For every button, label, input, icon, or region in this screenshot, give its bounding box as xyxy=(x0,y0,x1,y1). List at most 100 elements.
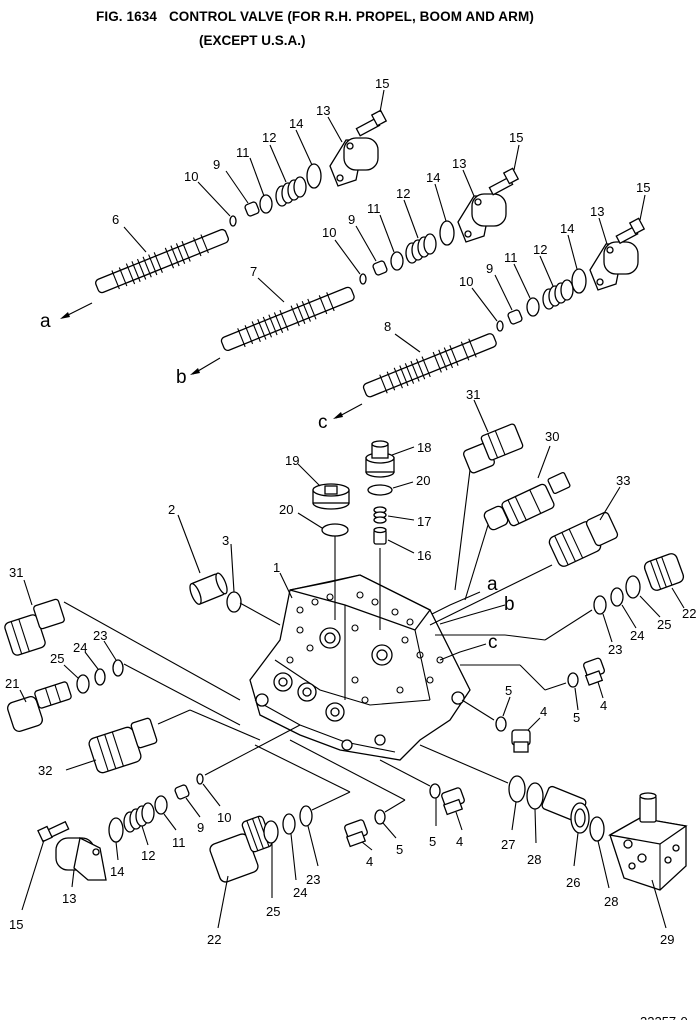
svg-text:17: 17 xyxy=(417,514,431,529)
callout-24-left: 24 xyxy=(73,640,99,670)
svg-text:13: 13 xyxy=(62,891,76,906)
callout-5-bottom-mid: 5 xyxy=(429,798,437,849)
spool-7 xyxy=(220,286,355,352)
callout-24-right: 24 xyxy=(621,604,644,643)
svg-text:23: 23 xyxy=(306,872,320,887)
figure-number: FIG. 1634 xyxy=(96,9,157,24)
svg-text:10: 10 xyxy=(459,274,473,289)
callout-10-bottom: 10 xyxy=(202,783,231,825)
oring-5-right xyxy=(567,672,579,688)
svg-text:25: 25 xyxy=(50,651,64,666)
callout-1: 1 xyxy=(273,560,293,599)
relief-valve-31-left xyxy=(4,598,65,656)
oring-5-bottom-mid xyxy=(429,783,441,799)
callout-11: 11 xyxy=(236,145,265,197)
spring-17 xyxy=(373,506,387,524)
callout-9: 9 xyxy=(213,157,249,204)
spool-assembly-b: 7 10 9 11 12 14 xyxy=(176,130,523,388)
svg-text:25: 25 xyxy=(657,617,671,632)
callout-16: 16 xyxy=(387,539,431,563)
callout-15-bottom: 15 xyxy=(9,839,45,932)
body-port-label-a: a xyxy=(487,574,498,595)
svg-text:15: 15 xyxy=(509,130,523,145)
oring-10c xyxy=(496,320,504,332)
callout-31-left: 31 xyxy=(9,565,33,606)
seat-11 xyxy=(259,194,273,214)
oring-10 xyxy=(229,215,237,227)
plug-4-bottom-mid xyxy=(441,787,465,816)
callout-22-right: 22 xyxy=(671,587,696,621)
port-label-a: a xyxy=(40,311,51,332)
svg-text:16: 16 xyxy=(417,548,431,563)
svg-text:3: 3 xyxy=(222,533,229,548)
svg-text:11: 11 xyxy=(172,835,186,850)
callout-29: 29 xyxy=(651,879,674,947)
svg-text:9: 9 xyxy=(213,157,220,172)
spool-assembly-c: 8 10 9 11 12 14 xyxy=(318,180,650,433)
stopper-9c xyxy=(507,309,523,325)
svg-text:28: 28 xyxy=(604,894,618,909)
valve-body-1 xyxy=(249,574,471,761)
ring-24-bottom xyxy=(282,813,296,835)
svg-text:8: 8 xyxy=(384,319,391,334)
callout-2: 2 xyxy=(168,502,201,574)
callout-12-bottom: 12 xyxy=(141,825,155,863)
callout-13b: 13 xyxy=(452,156,475,197)
svg-text:15: 15 xyxy=(636,180,650,195)
spring-12b xyxy=(405,233,437,264)
stopper-9b xyxy=(372,260,388,276)
spring-12-bottom xyxy=(123,802,155,833)
svg-text:13: 13 xyxy=(452,156,466,171)
callout-4-bottom-left: 4 xyxy=(361,841,373,869)
svg-text:12: 12 xyxy=(141,848,155,863)
plug-22-right xyxy=(643,553,685,591)
oring-20-left xyxy=(321,523,349,537)
stopper-9-bottom xyxy=(174,784,190,800)
svg-text:24: 24 xyxy=(293,885,307,900)
svg-text:4: 4 xyxy=(366,854,373,869)
svg-text:9: 9 xyxy=(486,261,493,276)
seat-11b xyxy=(390,251,404,271)
callout-13c: 13 xyxy=(590,204,608,245)
callout-14c: 14 xyxy=(560,221,578,270)
svg-text:18: 18 xyxy=(417,440,431,455)
svg-text:21: 21 xyxy=(5,676,19,691)
svg-text:24: 24 xyxy=(73,640,87,655)
oring-25-left xyxy=(76,674,90,694)
callout-4-mid: 4 xyxy=(527,704,547,731)
body-port-label-b: b xyxy=(504,594,515,615)
svg-text:5: 5 xyxy=(505,683,512,698)
callout-33: 33 xyxy=(599,473,630,521)
callout-6: 6 xyxy=(112,212,147,253)
oring-10b xyxy=(359,273,367,285)
plug-4-bottom-left xyxy=(344,819,368,848)
svg-text:15: 15 xyxy=(9,917,23,932)
callout-27: 27 xyxy=(501,801,517,852)
callout-15: 15 xyxy=(375,76,389,113)
ring-24-right xyxy=(610,587,624,607)
svg-text:30: 30 xyxy=(545,429,559,444)
oring-23-right xyxy=(593,595,607,615)
svg-text:9: 9 xyxy=(348,212,355,227)
svg-text:14: 14 xyxy=(289,116,303,131)
callout-11-bottom: 11 xyxy=(163,813,186,850)
callout-5-right: 5 xyxy=(573,687,580,725)
ring-28-bottom xyxy=(589,816,605,842)
svg-text:13: 13 xyxy=(316,103,330,118)
callout-8: 8 xyxy=(384,319,421,353)
body-port-label-c: c xyxy=(488,632,498,653)
svg-text:20: 20 xyxy=(416,473,430,488)
plug-4-right xyxy=(583,657,605,686)
figure-subtitle: (EXCEPT U.S.A.) xyxy=(199,33,306,48)
oring-5-bottom-left xyxy=(374,809,386,825)
callout-4-right: 4 xyxy=(597,681,607,713)
plug-26 xyxy=(541,785,590,834)
block-29 xyxy=(608,792,688,891)
relief-valve-30 xyxy=(483,471,571,531)
callout-20-right: 20 xyxy=(392,473,430,489)
svg-text:32: 32 xyxy=(38,763,52,778)
svg-text:33: 33 xyxy=(616,473,630,488)
svg-text:7: 7 xyxy=(250,264,257,279)
callout-23-bottom: 23 xyxy=(306,825,320,887)
